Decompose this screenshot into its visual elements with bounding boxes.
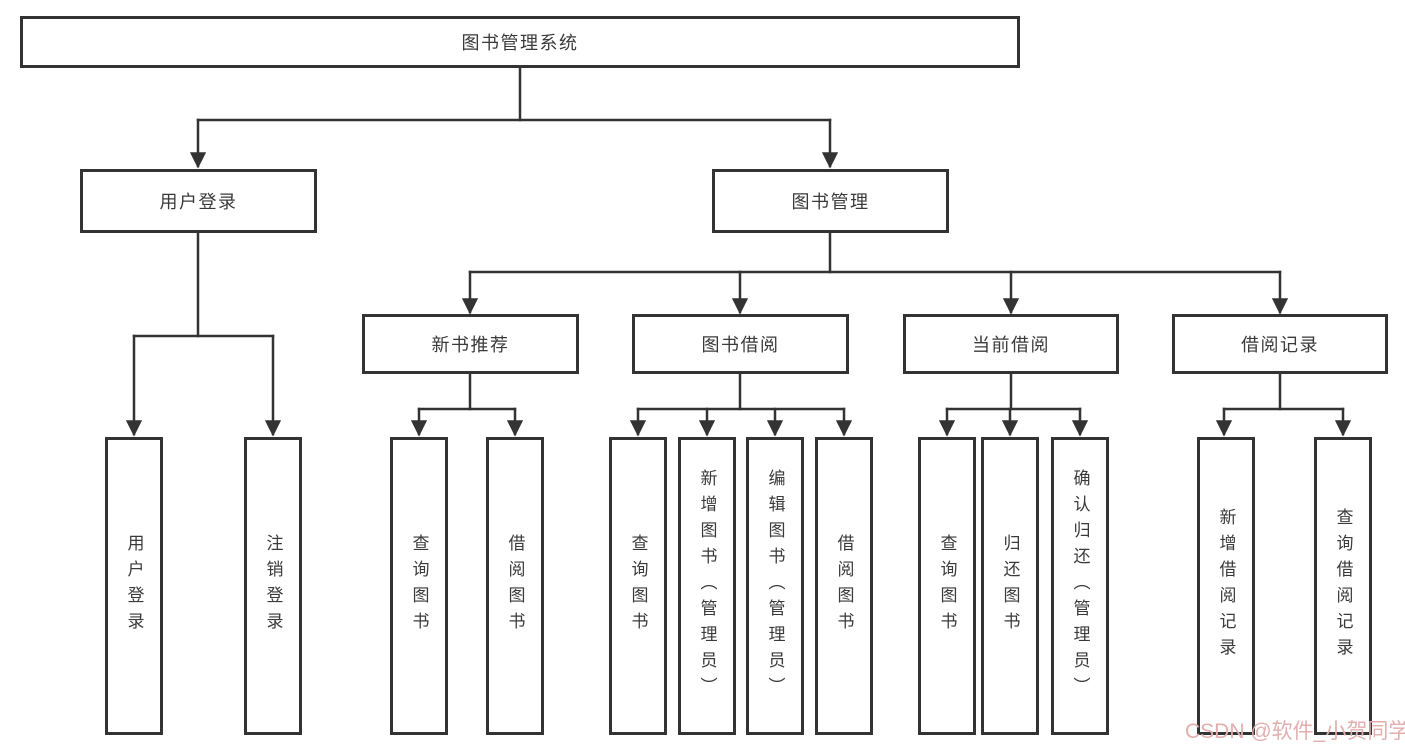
node-current-borrowing-label: 当前借阅 bbox=[972, 335, 1050, 355]
leaf-borrow-books-label: 借阅图书 bbox=[834, 534, 854, 638]
leaf-edit-book-admin-label: 编辑图书（管理员） bbox=[765, 469, 785, 703]
node-root-label: 图书管理系统 bbox=[461, 33, 579, 53]
node-book-borrowing: 图书借阅 bbox=[632, 314, 849, 374]
leaf-add-book-admin-label: 新增图书（管理员） bbox=[697, 469, 717, 703]
node-user-login-label: 用户登录 bbox=[159, 192, 238, 212]
leaf-query-borrow-record: 查询借阅记录 bbox=[1314, 437, 1372, 735]
leaf-borrow-books-recommend-label: 借阅图书 bbox=[505, 534, 525, 638]
leaf-logout-login: 注销登录 bbox=[244, 437, 302, 735]
leaf-borrow-books-recommend: 借阅图书 bbox=[486, 437, 544, 735]
leaf-borrow-books: 借阅图书 bbox=[815, 437, 873, 735]
node-book-management: 图书管理 bbox=[712, 169, 949, 233]
leaf-add-book-admin: 新增图书（管理员） bbox=[678, 437, 736, 735]
node-current-borrowing: 当前借阅 bbox=[903, 314, 1119, 374]
node-user-login: 用户登录 bbox=[80, 169, 317, 233]
leaf-return-books: 归还图书 bbox=[981, 437, 1039, 735]
leaf-query-books-borrowing: 查询图书 bbox=[609, 437, 667, 735]
csdn-watermark: CSDN @软件_小贺同学 bbox=[1185, 720, 1405, 743]
leaf-query-books-borrowing-label: 查询图书 bbox=[628, 534, 648, 638]
node-new-book-recommend: 新书推荐 bbox=[362, 314, 579, 374]
node-borrowing-records: 借阅记录 bbox=[1172, 314, 1388, 374]
leaf-confirm-return-admin: 确认归还（管理员） bbox=[1051, 437, 1109, 735]
leaf-return-books-label: 归还图书 bbox=[1000, 534, 1020, 638]
node-book-management-label: 图书管理 bbox=[791, 192, 870, 212]
leaf-query-borrow-record-label: 查询借阅记录 bbox=[1333, 508, 1353, 664]
leaf-query-books-current: 查询图书 bbox=[918, 437, 976, 735]
leaf-user-login: 用户登录 bbox=[105, 437, 163, 735]
leaf-query-books-recommend-label: 查询图书 bbox=[409, 534, 429, 638]
leaf-user-login-label: 用户登录 bbox=[124, 534, 144, 638]
leaf-confirm-return-admin-label: 确认归还（管理员） bbox=[1070, 469, 1090, 703]
node-borrowing-records-label: 借阅记录 bbox=[1241, 335, 1319, 355]
leaf-query-books-current-label: 查询图书 bbox=[937, 534, 957, 638]
node-book-borrowing-label: 图书借阅 bbox=[701, 335, 780, 355]
leaf-edit-book-admin: 编辑图书（管理员） bbox=[746, 437, 804, 735]
node-new-book-recommend-label: 新书推荐 bbox=[431, 335, 510, 355]
leaf-query-books-recommend: 查询图书 bbox=[390, 437, 448, 735]
node-root: 图书管理系统 bbox=[20, 16, 1020, 68]
leaf-add-borrow-record: 新增借阅记录 bbox=[1197, 437, 1255, 735]
leaf-add-borrow-record-label: 新增借阅记录 bbox=[1216, 508, 1236, 664]
leaf-logout-login-label: 注销登录 bbox=[263, 534, 283, 638]
